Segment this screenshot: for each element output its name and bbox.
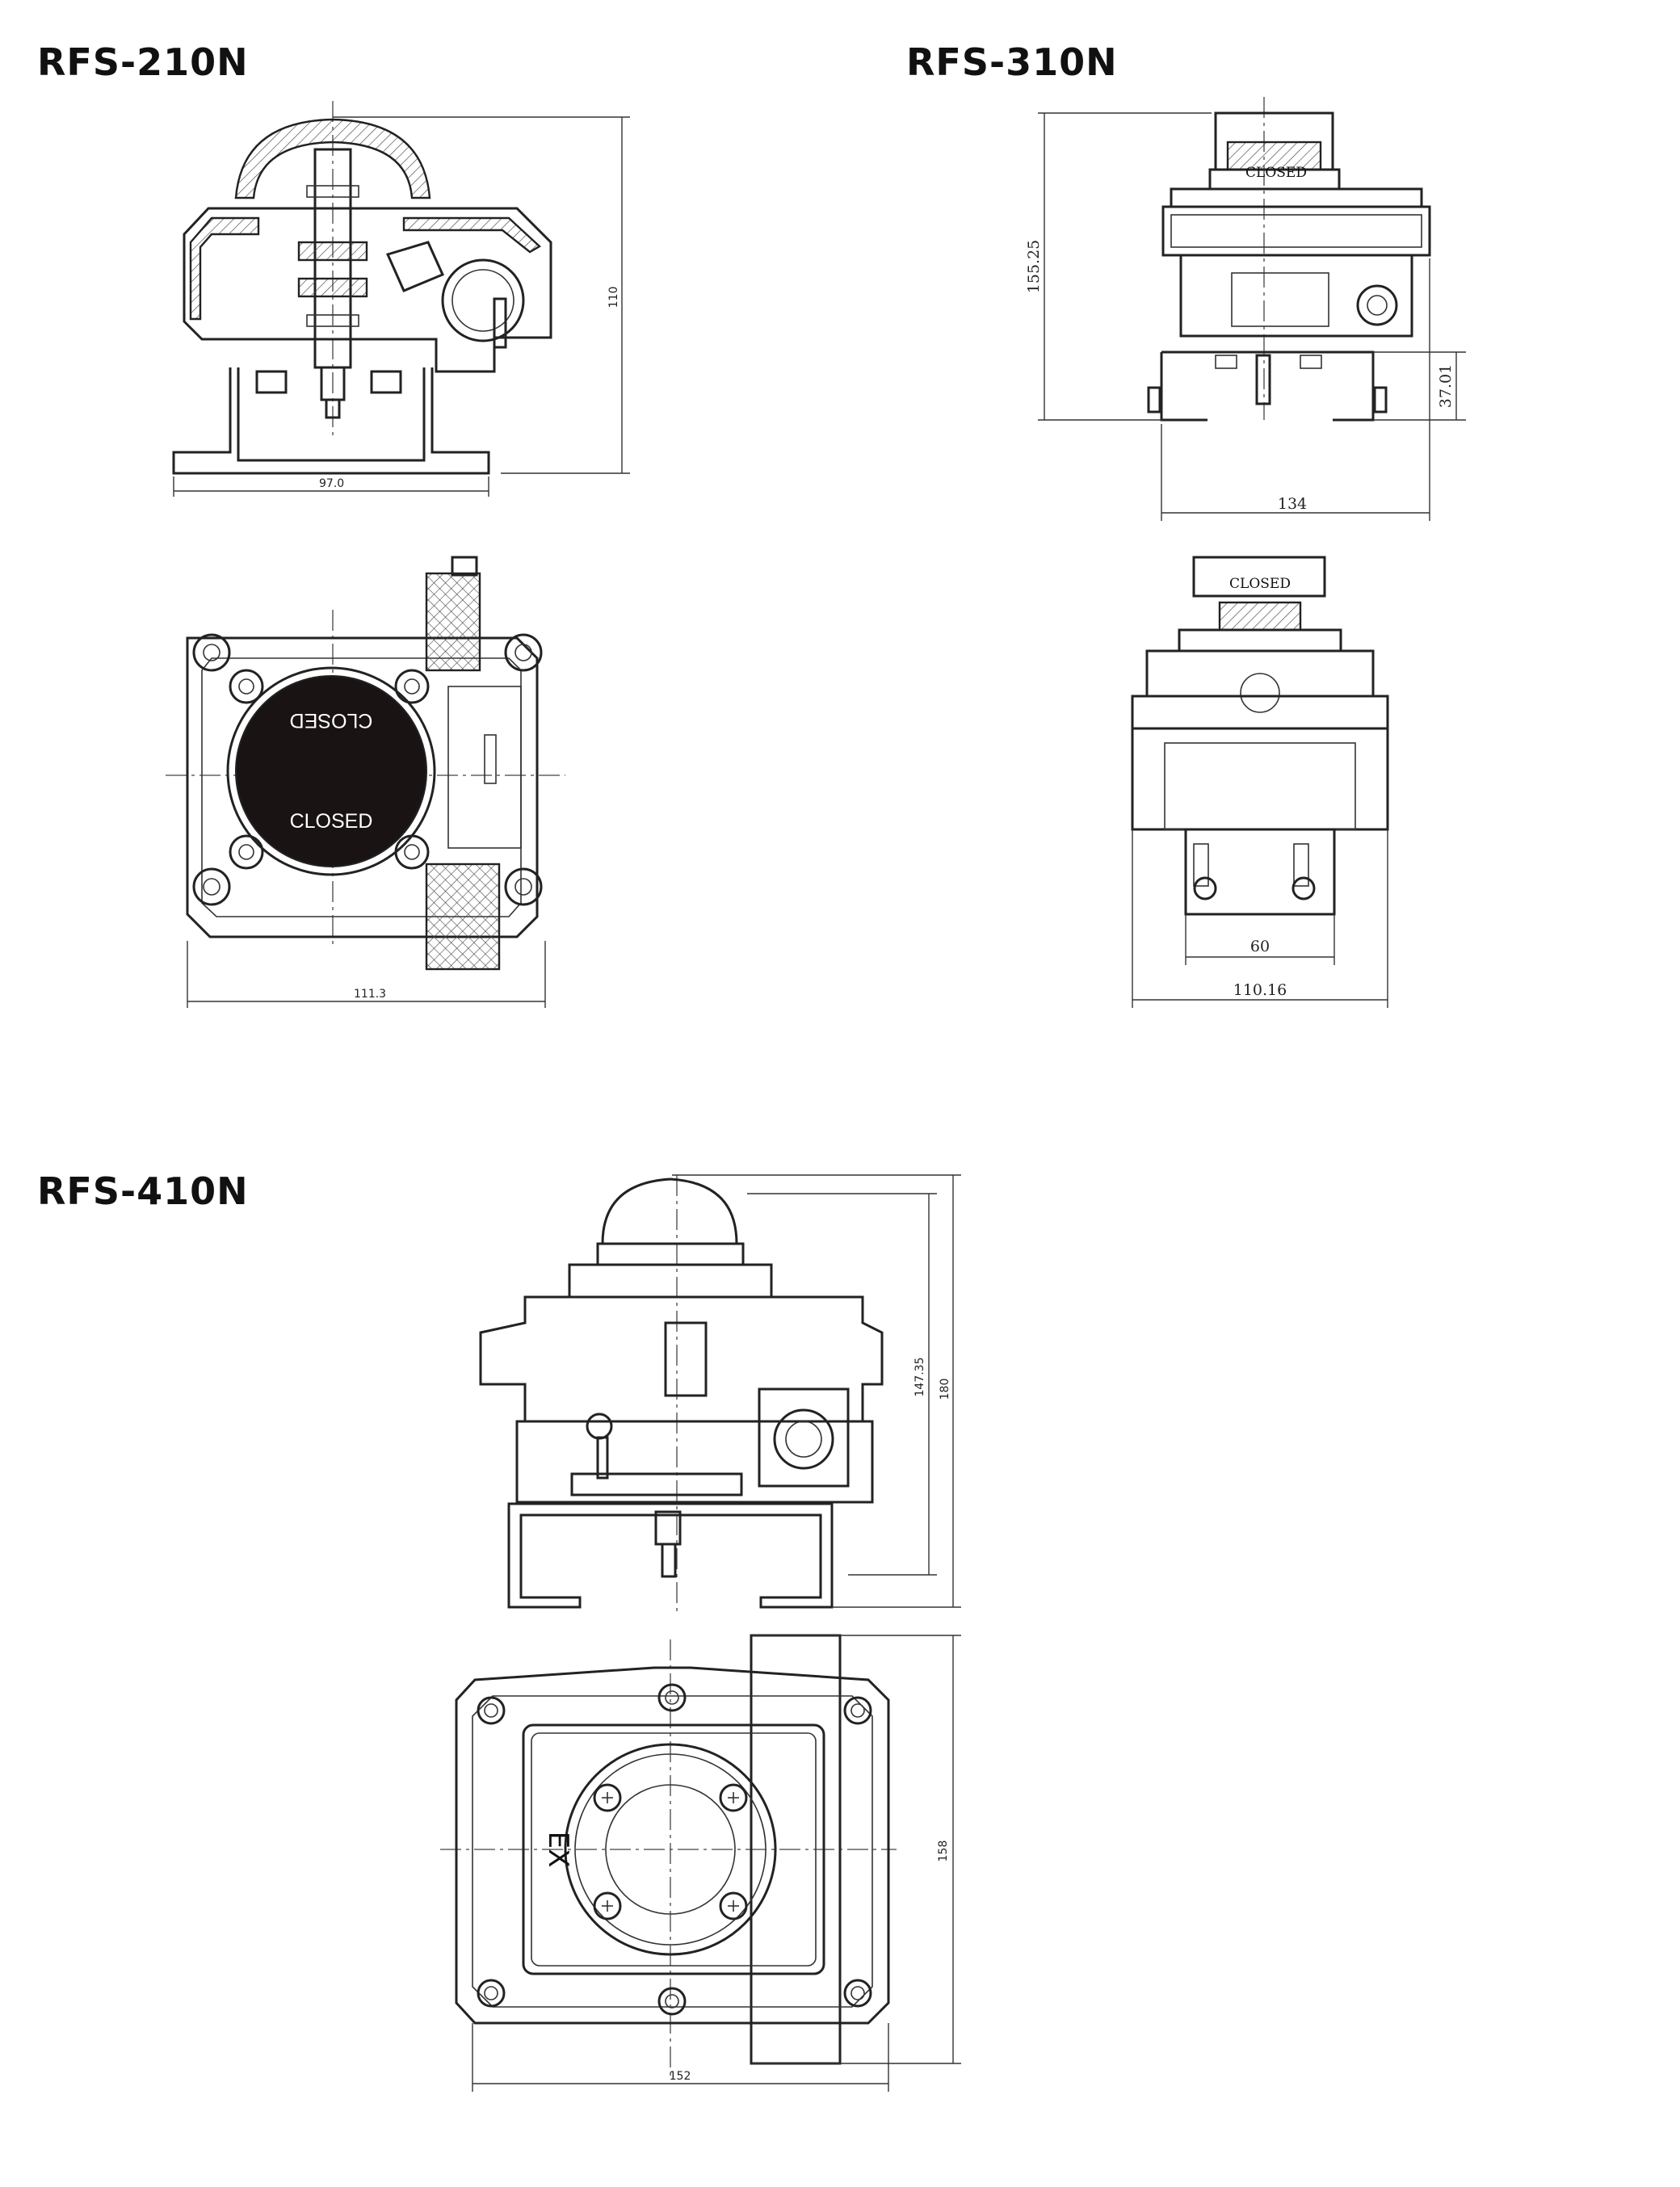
- dim-rfs410-height-top: 158: [937, 1841, 950, 1862]
- rfs-410n-top-view: [440, 1634, 961, 2092]
- dim-rfs410-height-body: 147.35: [914, 1358, 926, 1397]
- dim-rfs310-width-front: 134: [1278, 495, 1307, 513]
- title-rfs-210n: RFS-210N: [37, 40, 249, 84]
- rfs-310n-front-view: [1038, 97, 1466, 521]
- title-rfs-310n: RFS-310N: [906, 40, 1118, 84]
- title-rfs-410n: RFS-410N: [37, 1169, 249, 1213]
- dim-rfs210-height-front: 110: [607, 287, 620, 309]
- rfs-310n-side-view: [1131, 556, 1389, 1008]
- dim-rfs310-width-side: 110.16: [1233, 981, 1287, 999]
- dim-rfs210-width-top: 111.3: [354, 988, 386, 1001]
- rfs-210n-top-view: [166, 556, 565, 1008]
- rfs410-ex-mark: EX: [542, 1832, 574, 1868]
- rfs210-indicator-text-inverted: CLOSED: [290, 709, 373, 732]
- dim-rfs310-bracket-span: 60: [1250, 938, 1270, 955]
- dim-rfs410-height-total: 180: [939, 1379, 951, 1400]
- rfs-210n-front-section-view: [172, 101, 630, 497]
- dim-rfs310-height-total: 155.25: [1025, 240, 1043, 293]
- dim-rfs310-bracket-height: 37.01: [1437, 364, 1455, 408]
- rfs-410n-front-view: [479, 1174, 961, 1611]
- rfs210-indicator-text: CLOSED: [290, 810, 373, 833]
- rfs310-indicator-text-front: CLOSED: [1245, 165, 1307, 181]
- rfs310-indicator-text-side: CLOSED: [1229, 576, 1291, 592]
- dim-rfs210-width-front: 97.0: [319, 477, 344, 490]
- dim-rfs410-width-top: 152: [670, 2070, 691, 2083]
